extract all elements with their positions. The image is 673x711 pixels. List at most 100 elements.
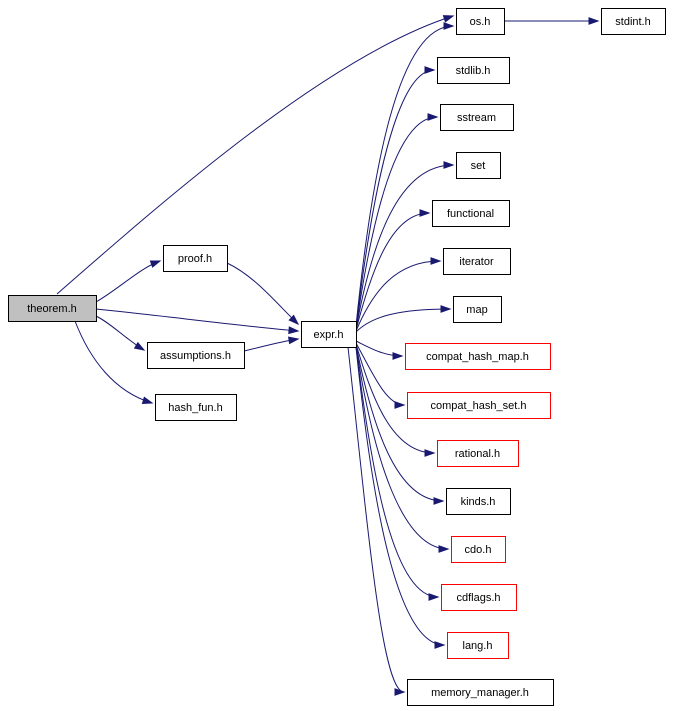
edge-expr-h-to-map	[355, 308, 451, 333]
node-lang-h[interactable]: lang.h	[447, 632, 509, 659]
edge-theorem-h-to-expr-h	[95, 308, 299, 332]
node-label-cdflags-h: cdflags.h	[456, 592, 500, 604]
node-hash-fun-h[interactable]: hash_fun.h	[155, 394, 237, 421]
node-stdint-h[interactable]: stdint.h	[601, 8, 666, 35]
node-functional[interactable]: functional	[432, 200, 510, 227]
node-cdflags-h[interactable]: cdflags.h	[441, 584, 517, 611]
node-box-rational-h	[437, 440, 519, 467]
node-label-memory-manager-h: memory_manager.h	[431, 687, 529, 699]
node-os-h[interactable]: os.h	[456, 8, 505, 35]
node-box-proof-h	[163, 245, 228, 272]
node-label-proof-h: proof.h	[178, 253, 212, 265]
arrowhead-theorem-h-to-expr-h	[288, 326, 300, 335]
edge-expr-h-to-cdflags-h	[355, 346, 439, 598]
edge-expr-h-to-rational-h	[355, 343, 435, 454]
node-label-stdint-h: stdint.h	[615, 16, 650, 28]
edge-expr-h-to-lang-h	[355, 346, 445, 646]
node-set[interactable]: set	[456, 152, 501, 179]
node-box-os-h	[456, 8, 505, 35]
node-kinds-h[interactable]: kinds.h	[446, 488, 511, 515]
edge-theorem-h-to-hash-fun-h	[74, 320, 153, 404]
arrowhead-theorem-h-to-hash-fun-h	[141, 396, 154, 405]
node-label-functional: functional	[447, 208, 494, 220]
arrowhead-expr-h-to-compat-hash-map-h	[392, 352, 404, 360]
arrowhead-os-h-to-stdint-h	[588, 17, 600, 25]
node-assumptions-h[interactable]: assumptions.h	[147, 342, 245, 369]
node-box-functional	[432, 200, 510, 227]
node-box-set	[456, 152, 501, 179]
arrowhead-theorem-h-to-os-h	[442, 15, 455, 23]
node-cdo-h[interactable]: cdo.h	[451, 536, 506, 563]
edge-expr-h-to-kinds-h	[355, 344, 444, 502]
node-label-os-h: os.h	[470, 16, 491, 28]
node-label-compat-hash-map-h: compat_hash_map.h	[426, 351, 529, 363]
node-compat-hash-set-h[interactable]: compat_hash_set.h	[407, 392, 551, 419]
node-box-cdflags-h	[441, 584, 517, 611]
arrowhead-theorem-h-to-assumptions-h	[133, 341, 146, 351]
arrowhead-assumptions-h-to-expr-h	[288, 336, 300, 345]
node-box-cdo-h	[451, 536, 506, 563]
node-map[interactable]: map	[453, 296, 502, 323]
arrowhead-expr-h-to-cdflags-h	[428, 593, 440, 601]
node-box-kinds-h	[446, 488, 511, 515]
arrowhead-expr-h-to-cdo-h	[438, 545, 450, 553]
edge-theorem-h-to-os-h	[56, 15, 454, 295]
arrowhead-expr-h-to-stdlib-h	[424, 66, 436, 74]
arrowhead-expr-h-to-rational-h	[424, 449, 436, 457]
node-expr-h[interactable]: expr.h	[301, 321, 357, 348]
arrowhead-expr-h-to-sstream	[427, 113, 439, 121]
arrowhead-theorem-h-to-proof-h	[149, 260, 162, 268]
node-label-rational-h: rational.h	[455, 448, 500, 460]
node-label-set: set	[471, 160, 486, 172]
node-theorem-h[interactable]: theorem.h	[8, 295, 97, 322]
node-box-compat-hash-set-h	[407, 392, 551, 419]
node-box-stdint-h	[601, 8, 666, 35]
arrowhead-expr-h-to-kinds-h	[433, 497, 445, 505]
node-compat-hash-map-h[interactable]: compat_hash_map.h	[405, 343, 551, 370]
node-label-sstream: sstream	[457, 112, 496, 124]
node-box-hash-fun-h	[155, 394, 237, 421]
edge-expr-h-to-cdo-h	[355, 345, 449, 550]
node-proof-h[interactable]: proof.h	[163, 245, 228, 272]
arrowhead-expr-h-to-map	[440, 305, 452, 313]
arrowhead-proof-h-to-expr-h	[288, 314, 300, 326]
node-label-kinds-h: kinds.h	[461, 496, 496, 508]
node-box-stdlib-h	[437, 57, 510, 84]
arrowhead-expr-h-to-os-h	[443, 22, 455, 30]
node-box-map	[453, 296, 502, 323]
edge-expr-h-to-stdlib-h	[355, 69, 435, 328]
node-memory-manager-h[interactable]: memory_manager.h	[407, 679, 554, 706]
node-label-iterator: iterator	[459, 256, 494, 268]
node-box-lang-h	[447, 632, 509, 659]
node-box-iterator	[443, 248, 511, 275]
arrowhead-expr-h-to-set	[443, 161, 455, 169]
node-iterator[interactable]: iterator	[443, 248, 511, 275]
arrowhead-expr-h-to-iterator	[430, 257, 442, 265]
node-box-compat-hash-map-h	[405, 343, 551, 370]
node-box-assumptions-h	[147, 342, 245, 369]
node-label-theorem-h: theorem.h	[27, 303, 77, 315]
edge-expr-h-to-iterator	[355, 260, 441, 332]
node-label-cdo-h: cdo.h	[465, 544, 492, 556]
node-rational-h[interactable]: rational.h	[437, 440, 519, 467]
edge-proof-h-to-expr-h	[226, 262, 299, 325]
node-sstream[interactable]: sstream	[440, 104, 514, 131]
node-label-stdlib-h: stdlib.h	[456, 65, 491, 77]
edge-theorem-h-to-proof-h	[95, 260, 161, 303]
arrowhead-expr-h-to-functional	[419, 209, 431, 217]
edge-expr-h-to-sstream	[355, 116, 438, 329]
arrowhead-expr-h-to-compat-hash-set-h	[394, 401, 406, 409]
node-box-expr-h	[301, 321, 357, 348]
node-box-sstream	[440, 104, 514, 131]
edge-expr-h-to-set	[355, 164, 454, 330]
node-box-theorem-h	[8, 295, 97, 322]
arrowhead-expr-h-to-lang-h	[434, 641, 446, 649]
edge-expr-h-to-functional	[355, 212, 430, 331]
node-box-memory-manager-h	[407, 679, 554, 706]
node-stdlib-h[interactable]: stdlib.h	[437, 57, 510, 84]
edge-expr-h-to-os-h	[355, 25, 454, 327]
node-label-lang-h: lang.h	[463, 640, 493, 652]
node-label-compat-hash-set-h: compat_hash_set.h	[430, 400, 526, 412]
